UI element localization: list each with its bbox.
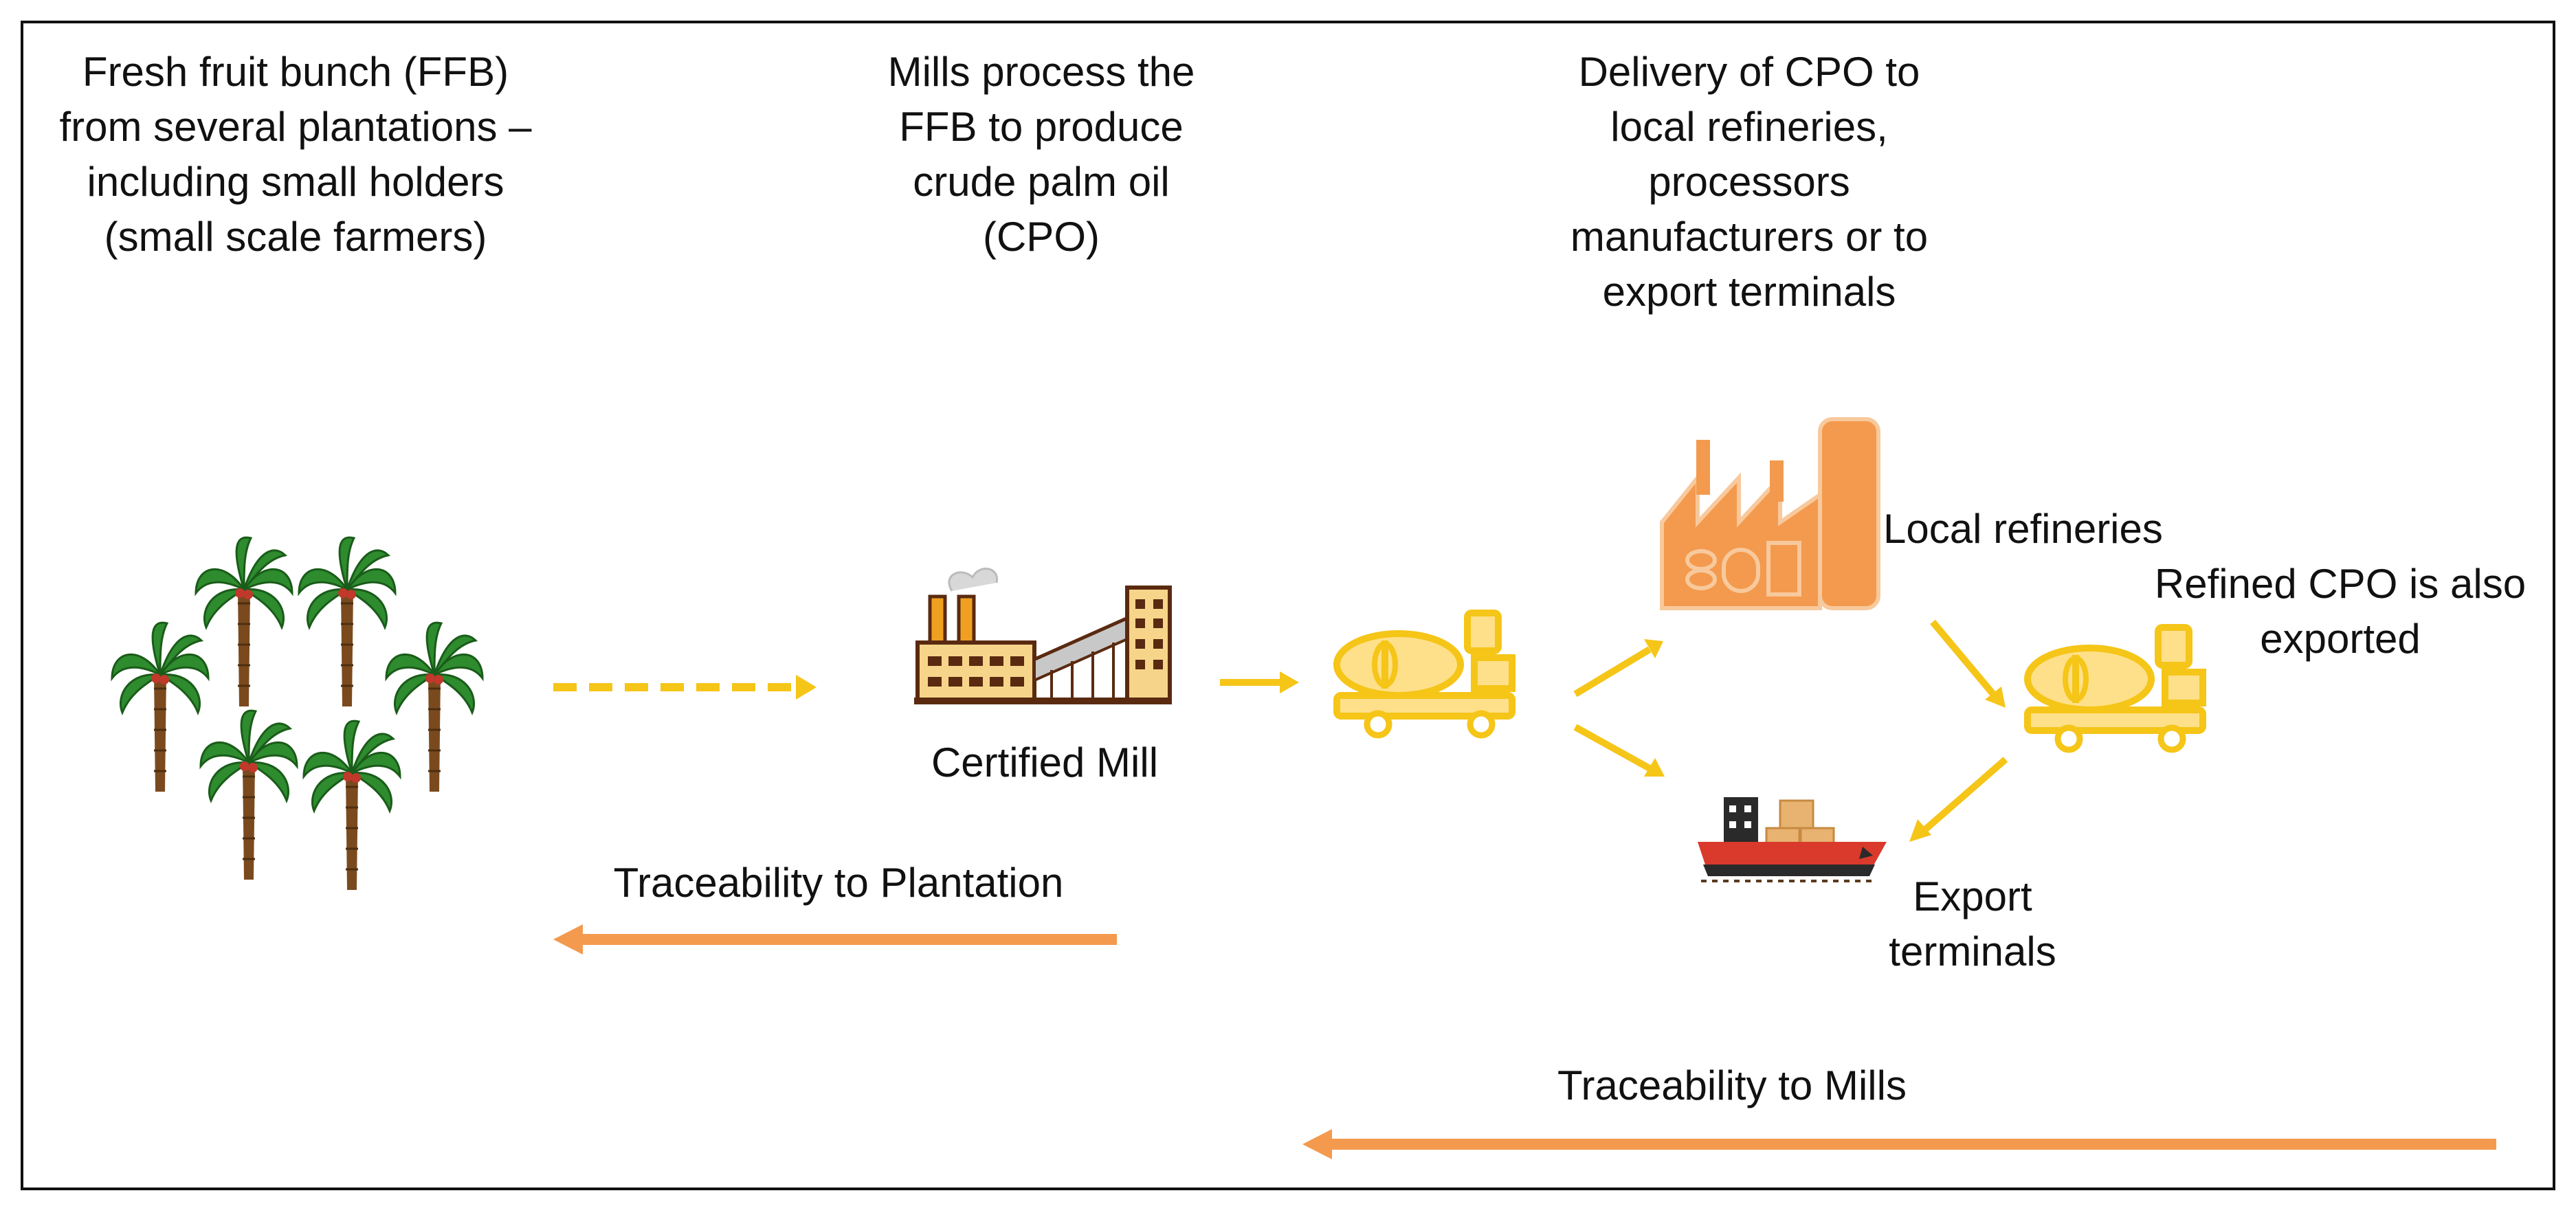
step-plantations-line: (small scale farmers) bbox=[104, 214, 487, 260]
traceability-mills-label: Traceability to Mills bbox=[1557, 1062, 1907, 1108]
step-mill-line: Mills process the bbox=[887, 49, 1195, 95]
arrow-to-tanker bbox=[1220, 671, 1299, 693]
step-plantations-line: from several plantations – bbox=[59, 104, 532, 150]
step-delivery-line: local refineries, bbox=[1610, 104, 1888, 150]
traceability-plantation-arrow bbox=[553, 924, 1117, 955]
step-delivery-line: manufacturers or to bbox=[1570, 214, 1929, 260]
refined-exported-line: exported bbox=[2260, 616, 2421, 662]
step-plantations-line: including small holders bbox=[87, 159, 504, 205]
refinery-icon bbox=[1660, 417, 1880, 610]
step-mill-line: (CPO) bbox=[983, 214, 1100, 260]
step-delivery-text: Delivery of CPO to local refineries, pro… bbox=[1509, 45, 1990, 320]
export-terminals-line: terminals bbox=[1889, 928, 2056, 974]
step-mill-text: Mills process the FFB to produce crude p… bbox=[835, 45, 1247, 265]
export-terminals-label: Export terminals bbox=[1856, 869, 2089, 979]
tanker-truck-icon bbox=[1337, 613, 1512, 735]
cargo-ship-icon bbox=[1698, 797, 1887, 882]
step-delivery-line: export terminals bbox=[1602, 269, 1896, 315]
palm-tree-icon bbox=[111, 536, 484, 891]
step-delivery-line: Delivery of CPO to bbox=[1578, 49, 1920, 95]
arrow-to-export-terminal bbox=[1573, 724, 1665, 777]
refined-exported-line: Refined CPO is also bbox=[2154, 561, 2527, 607]
traceability-plantation-label: Traceability to Plantation bbox=[613, 860, 1064, 906]
export-terminals-line: Export bbox=[1913, 873, 2032, 919]
step-mill-line: FFB to produce bbox=[899, 104, 1184, 150]
step-delivery-line: processors bbox=[1648, 159, 1850, 205]
factory-icon bbox=[914, 568, 1172, 704]
refined-exported-label: Refined CPO is also exported bbox=[2134, 557, 2546, 667]
arrow-refinery-to-tanker bbox=[1930, 619, 2006, 708]
local-refineries-label: Local refineries bbox=[1883, 506, 2163, 552]
arrow-tanker-to-ship bbox=[1909, 757, 2008, 842]
arrow-to-refinery bbox=[1573, 639, 1663, 698]
dashed-arrow-to-mill bbox=[553, 675, 817, 700]
tanker-truck-icon bbox=[2028, 627, 2203, 750]
step-plantations-line: Fresh fruit bunch (FFB) bbox=[82, 49, 509, 95]
certified-mill-label: Certified Mill bbox=[931, 739, 1159, 785]
step-plantations-text: Fresh fruit bunch (FFB) from several pla… bbox=[48, 45, 543, 265]
step-mill-line: crude palm oil bbox=[913, 159, 1170, 205]
diagram-frame bbox=[21, 21, 2555, 1190]
traceability-mills-arrow bbox=[1302, 1129, 2496, 1159]
